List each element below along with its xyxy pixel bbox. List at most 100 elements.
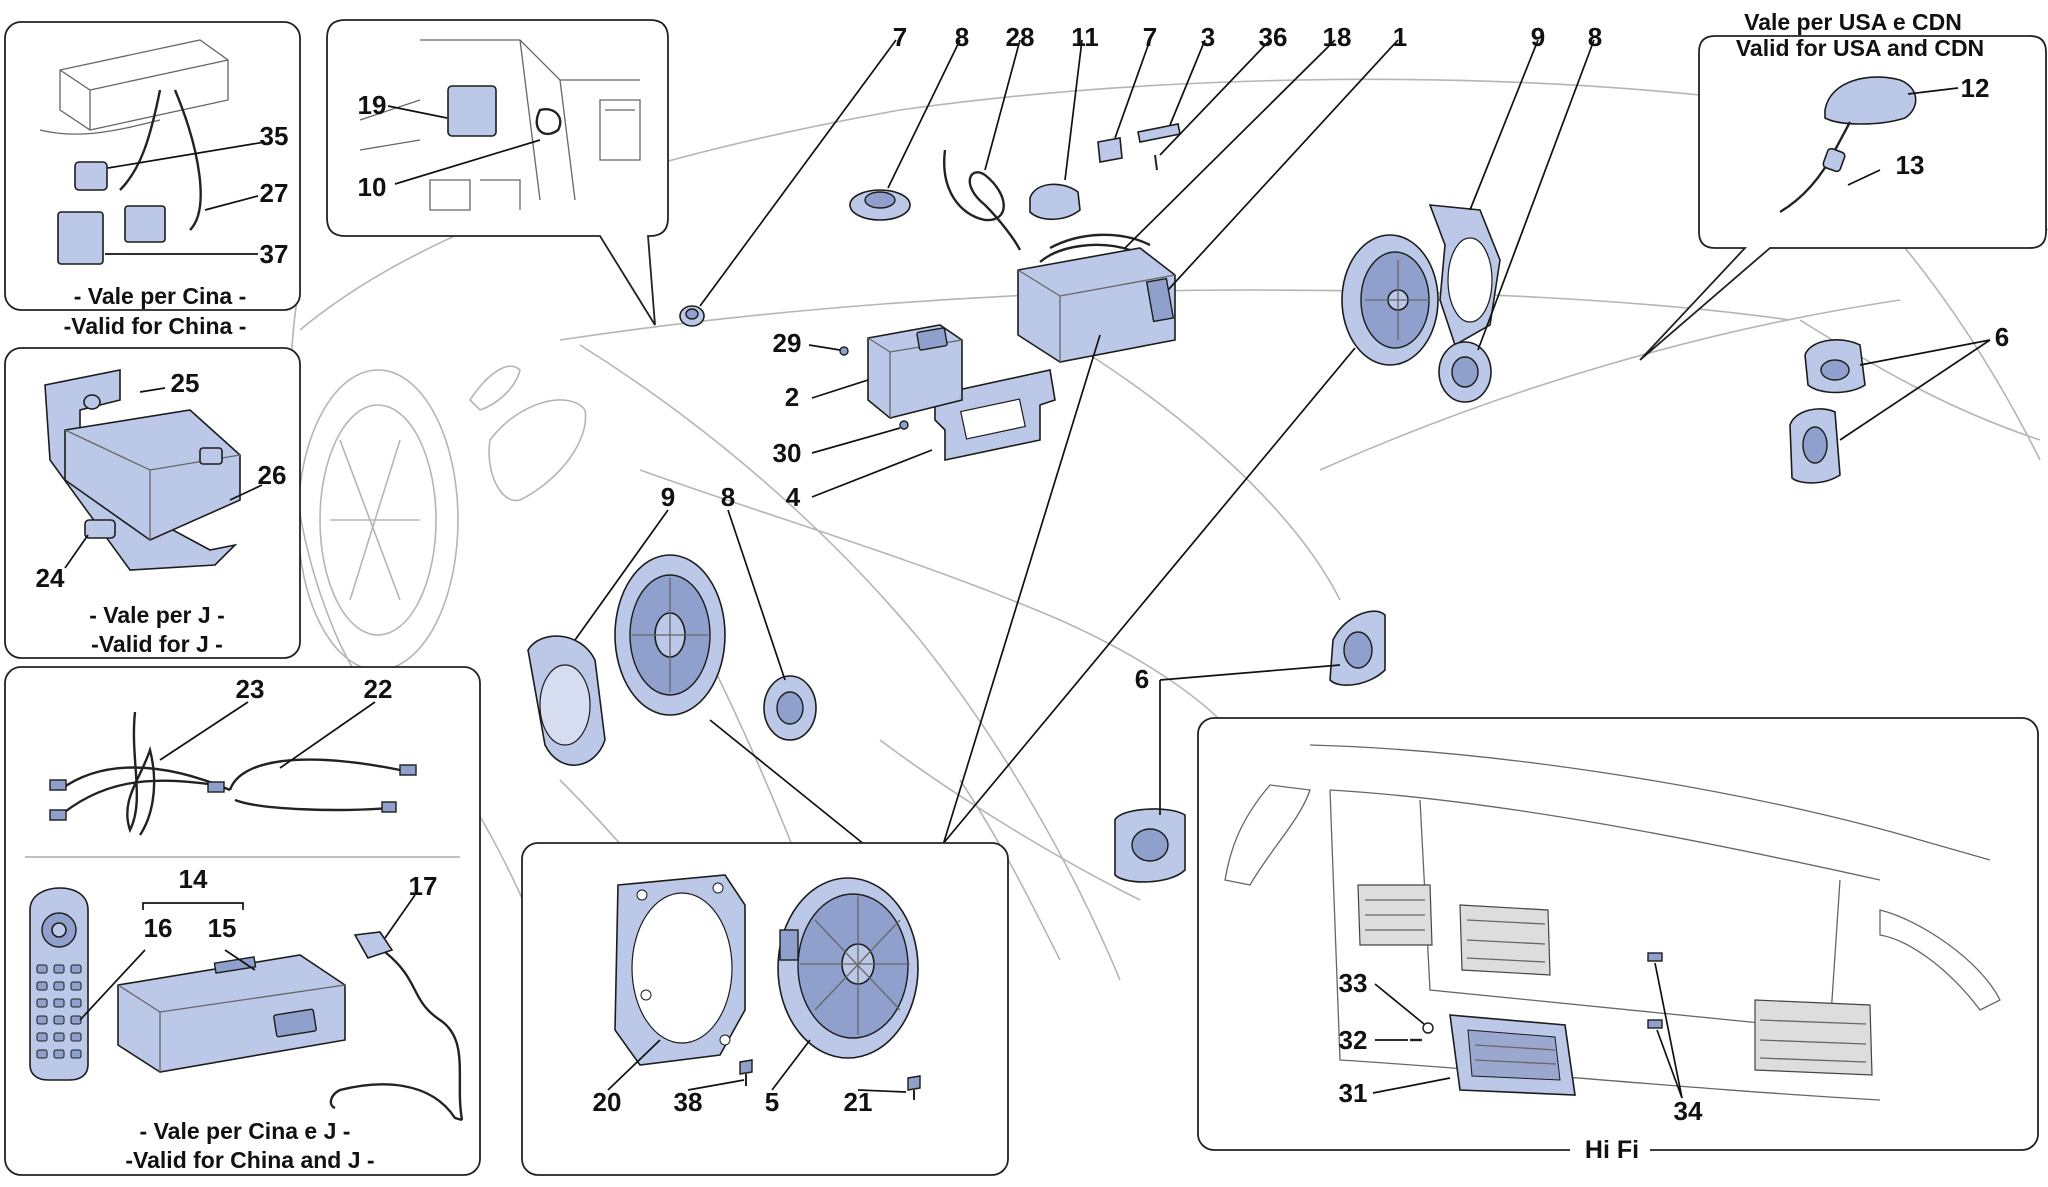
part-34-clip-b: [1647, 1019, 1663, 1029]
caption-china-it: - Vale per Cina -: [74, 283, 247, 309]
caption-j-en: -Valid for J -: [91, 631, 223, 657]
part-28-cable: [943, 149, 1022, 251]
part-33-washer: [1422, 1022, 1434, 1034]
callout-37: 37: [260, 239, 289, 269]
part-37-pad: [57, 211, 104, 265]
callout-10: 10: [358, 172, 387, 202]
callout-12: 12: [1961, 73, 1990, 103]
caption-china-j-en: -Valid for China and J -: [125, 1147, 374, 1173]
callout-14-bracket: [142, 902, 244, 910]
part-7-connector: [1097, 137, 1123, 163]
part-29-screw: [839, 346, 849, 356]
caption-usa-en: Valid for USA and CDN: [1736, 35, 1984, 61]
part-1-head-unit: [1017, 247, 1176, 363]
part-34-clip-a: [1647, 952, 1663, 962]
callout-23: 23: [236, 674, 265, 704]
callout-17: 17: [409, 871, 438, 901]
part-38-screw: [739, 1059, 753, 1075]
china-module-sketch: [39, 39, 229, 231]
callout-33: 33: [1339, 968, 1368, 998]
callout-8b: 8: [1588, 22, 1602, 52]
rear-right-speakers: 6: [1789, 322, 2009, 484]
part-35-connector: [74, 161, 108, 191]
right-door-speakers: 9 8: [1341, 22, 1602, 403]
usa-inset: 12 13 Vale per USA e CDN Valid for USA a…: [1639, 9, 2047, 361]
part-15-player: [117, 954, 346, 1073]
leader-lines: [709, 334, 1356, 846]
callout-9a: 9: [1531, 22, 1545, 52]
callout-26: 26: [258, 460, 287, 490]
callout-35: 35: [260, 121, 289, 151]
usa-inset-frame: [1639, 35, 2047, 361]
callout-32: 32: [1339, 1025, 1368, 1055]
callout-1: 1: [1393, 22, 1407, 52]
callout-34: 34: [1674, 1096, 1703, 1126]
callout-20: 20: [593, 1087, 622, 1117]
callout-7a: 7: [893, 22, 907, 52]
callout-24: 24: [36, 563, 65, 593]
part-3-bracket: [1137, 123, 1181, 143]
part-10-clip: [535, 108, 562, 136]
japan-inset: 25 26 24 - Vale per J - -Valid for J -: [4, 347, 301, 659]
caption-j-it: - Vale per J -: [89, 602, 225, 628]
callout-25: 25: [171, 368, 200, 398]
dashboard-inset-frame: [326, 19, 669, 326]
hifi-grilles: [1357, 884, 1873, 1076]
part-12-antenna: [1824, 76, 1917, 125]
part-2-module: [867, 324, 963, 419]
part-11-antenna: [1029, 183, 1081, 221]
speaker-breakdown-inset: 20 38 5 21: [521, 842, 1009, 1176]
head-unit-group: 29 2 30 4: [773, 233, 1176, 512]
part-22-cable: [228, 758, 401, 812]
part-16-remote: [29, 887, 89, 1081]
callout-11: 11: [1071, 22, 1099, 52]
callout-27: 27: [260, 178, 289, 208]
caption-usa-it: Vale per USA e CDN: [1744, 9, 1962, 35]
callout-36: 36: [1259, 22, 1288, 52]
part-30-screw: [899, 420, 909, 430]
part-23-cable: [126, 711, 156, 836]
callout-5: 5: [765, 1087, 779, 1117]
callout-9b: 9: [661, 482, 675, 512]
callout-19: 19: [358, 90, 387, 120]
hifi-inset-frame: [1197, 717, 2039, 1151]
callout-14: 14: [179, 864, 208, 894]
china-inset: 35 27 37 - Vale per Cina - -Valid for Ch…: [4, 21, 301, 339]
car-body-outline: [289, 78, 2048, 1121]
part-27-cable-box: [124, 205, 166, 243]
callout-29: 29: [773, 328, 802, 358]
hifi-inset: 33 32 31 34 Hi Fi: [1197, 717, 2039, 1164]
callout-28: 28: [1006, 22, 1035, 52]
part-17-antenna: [353, 931, 394, 959]
callout-8c: 8: [721, 482, 735, 512]
rear-center-speakers: 6: [1114, 610, 1386, 883]
part-36-screw: [1154, 154, 1158, 171]
china-inset-frame: [4, 21, 301, 311]
callout-21: 21: [844, 1087, 873, 1117]
callout-30: 30: [773, 438, 802, 468]
top-row-parts: 7 8 28 11 7 3 36 18 1: [679, 22, 1407, 327]
callout-38: 38: [674, 1087, 703, 1117]
callout-18: 18: [1323, 22, 1352, 52]
callout-6a: 6: [1995, 322, 2009, 352]
hifi-caption-bg: [1570, 1134, 1650, 1164]
part-21-screw: [907, 1075, 921, 1091]
callout-4: 4: [786, 482, 801, 512]
china-japan-inset: 23 22 14 16 15: [4, 666, 481, 1176]
dashboard-inset: 19 10: [326, 19, 669, 326]
speaker-breakdown-frame: [521, 842, 1009, 1176]
callout-22: 22: [364, 674, 393, 704]
part-19-module: [447, 85, 497, 137]
caption-china-j-it: - Vale per Cina e J -: [140, 1118, 351, 1144]
dashboard-sketch: [359, 39, 641, 211]
callout-3: 3: [1201, 22, 1215, 52]
callout-8a: 8: [955, 22, 969, 52]
callout-6b: 6: [1135, 664, 1149, 694]
callout-15: 15: [208, 913, 237, 943]
caption-hifi: Hi Fi: [1585, 1136, 1639, 1164]
callout-13: 13: [1896, 150, 1925, 180]
callout-2: 2: [785, 382, 799, 412]
part-26-module: [64, 409, 241, 541]
callout-7b: 7: [1143, 22, 1157, 52]
